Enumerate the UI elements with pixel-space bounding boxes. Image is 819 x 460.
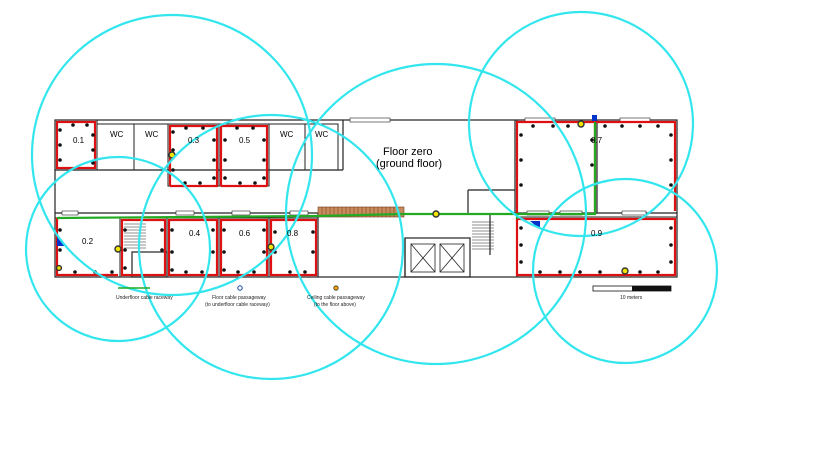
room-label-0-5: 0.5 (239, 136, 251, 145)
room-label-wc-3: WC (280, 130, 294, 139)
staircase-left (124, 223, 146, 249)
room-label-0-6: 0.6 (239, 229, 251, 238)
elevator-shafts (410, 243, 465, 273)
legend: Underfloor cable raceway Floor cable pas… (116, 285, 365, 308)
legend-floor-passage-label: Floor cable passageway (212, 295, 266, 301)
room-label-0-7: 0.7 (591, 136, 603, 145)
room-label-0-1: 0.1 (73, 136, 85, 145)
room-label-wc-4: WC (315, 130, 329, 139)
floor-subtitle: (ground floor) (376, 158, 442, 170)
legend-ceiling-passage-icon (333, 285, 339, 291)
room-label-wc-1: WC (110, 130, 124, 139)
room-label-0-9: 0.9 (591, 229, 603, 238)
legend-ceiling-passage-label: Ceiling cable passageway (307, 295, 365, 301)
room-label-0-2: 0.2 (82, 237, 94, 246)
network-outlets (58, 123, 673, 274)
legend-ceiling-passage-sublabel: (to the floor above) (314, 302, 356, 308)
wifi-coverage-circles (24, 10, 719, 381)
room-label-0-3: 0.3 (188, 136, 200, 145)
floor-title: Floor zero (383, 146, 433, 158)
room-label-0-8: 0.8 (287, 229, 299, 238)
legend-floor-passage-sublabel: (to underfloor cable raceway) (205, 302, 270, 308)
room-label-wc-2: WC (145, 130, 159, 139)
room-labels: 0.1 0.2 0.3 0.4 0.5 0.6 0.7 0.8 0.9 WC W… (73, 130, 603, 246)
scale-bar-label: 10 meters (620, 295, 643, 301)
room-label-0-4: 0.4 (189, 229, 201, 238)
scale-bar: 10 meters (592, 285, 672, 301)
ceiling-passageways (55, 120, 629, 275)
legend-floor-passage-icon (237, 285, 243, 291)
staircase-right (472, 221, 494, 250)
legend-underfloor-label: Underfloor cable raceway (116, 295, 173, 301)
